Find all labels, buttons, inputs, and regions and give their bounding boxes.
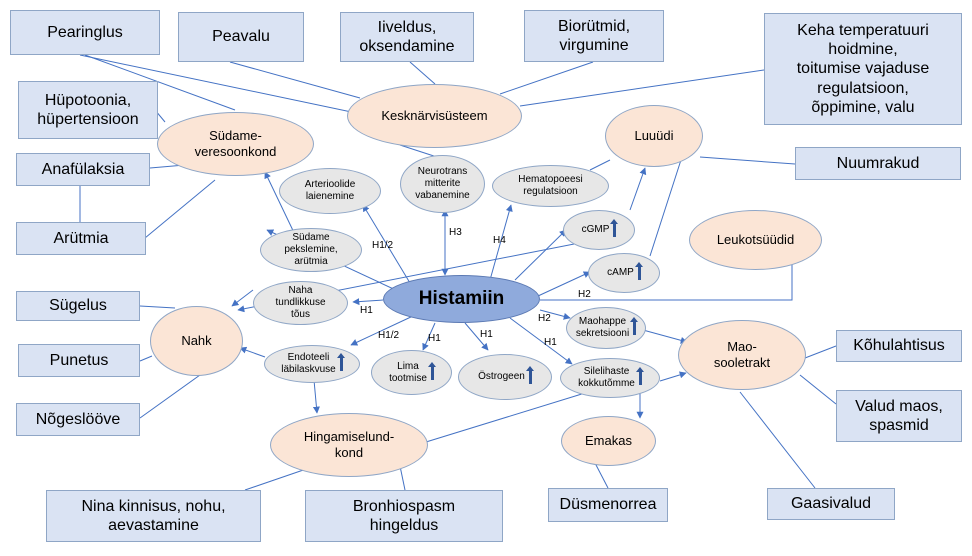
maohappe-label: Maohappe sekretsiooni <box>575 316 630 339</box>
symptom-biorytmid: Biorütmid, virgumine <box>524 10 664 62</box>
function-keha-temperatuur: Keha temperatuuri hoidmine, toitumise va… <box>764 13 962 125</box>
endoteeli-label: Endoteeli läbilaskvuse <box>281 352 336 375</box>
effect-arterioolide-laienemine: Arterioolide laienemine <box>279 168 381 214</box>
organ-mao-sooletrakt: Mao- sooletrakt <box>678 320 806 390</box>
symptom-bronhiospasm: Bronhiospasm hingeldus <box>305 490 503 542</box>
organ-hingamiselundkond: Hingamiselund- kond <box>270 413 428 477</box>
organ-luuydi: Luuüdi <box>605 105 703 167</box>
organ-sydame-veresoonkond: Südame- veresoonkond <box>157 112 314 176</box>
effect-endoteeli-labilaskvus: Endoteeli läbilaskvuse <box>264 345 360 383</box>
effect-cgmp: cGMP <box>563 210 635 250</box>
symptom-kohulahtisus: Kõhulahtisus <box>836 330 962 362</box>
cell-nuumrakud: Nuumrakud <box>795 147 961 180</box>
symptom-dysmenorrea: Düsmenorrea <box>548 488 668 522</box>
symptom-peavalu: Peavalu <box>178 12 304 62</box>
effect-hematopoeesi-regulatsioon: Hematopoeesi regulatsioon <box>492 165 609 207</box>
arrow-up-icon <box>525 366 534 384</box>
silelihaste-label: Silelihaste kokkutõmme <box>578 366 635 389</box>
receptor-label: H1/2 <box>372 240 394 251</box>
effect-camp: cAMP <box>588 253 660 293</box>
receptor-label: H2 <box>538 313 551 324</box>
symptom-nina-kinnisus: Nina kinnisus, nohu, aevastamine <box>46 490 261 542</box>
effect-neurotransmitterite-vabanemine: Neurotrans mitterite vabanemine <box>400 155 485 213</box>
arrow-up-icon <box>635 367 644 385</box>
effect-lima-tootmine: Lima tootmise <box>371 350 452 395</box>
histamiin-center: Histamiin <box>383 275 540 323</box>
receptor-label: H1 <box>544 337 557 348</box>
symptom-pearinglus: Pearinglus <box>10 10 160 55</box>
cgmp-label: cGMP <box>581 224 610 235</box>
symptom-hypotoonia: Hüpotoonia, hüpertensioon <box>18 81 158 139</box>
receptor-label: H1 <box>480 329 493 340</box>
organ-kesknarvisysteem: Kesknärvisüsteem <box>347 84 522 148</box>
organ-leukotsyydid: Leukotsüüdid <box>689 210 822 270</box>
organ-nahk: Nahk <box>150 306 243 376</box>
ostrogeen-label: Östrogeen <box>478 371 525 382</box>
lima-label: Lima tootmise <box>389 360 427 384</box>
camp-label: cAMP <box>607 267 634 278</box>
arrow-up-icon <box>336 353 345 371</box>
effect-maohappe-sekretsioon: Maohappe sekretsiooni <box>566 307 646 349</box>
symptom-sygelus: Sügelus <box>16 291 140 321</box>
symptom-arytmia: Arütmia <box>16 222 146 255</box>
receptor-label: H3 <box>449 227 462 238</box>
receptor-label: H2 <box>578 289 591 300</box>
arrow-up-icon <box>634 262 643 280</box>
receptor-label: H1 <box>360 305 373 316</box>
effect-naha-tundlikkuse-tous: Naha tundlikkuse tõus <box>253 281 348 325</box>
symptom-iiveldus: Iiveldus, oksendamine <box>340 12 474 62</box>
receptor-label: H1/2 <box>378 330 400 341</box>
effect-sydame-pekslemine: Südame pekslemine, arütmia <box>260 228 362 272</box>
symptom-punetus: Punetus <box>18 344 140 377</box>
symptom-nogeslööve: Nõgeslööve <box>16 403 140 436</box>
symptom-valud-maos: Valud maos, spasmid <box>836 390 962 442</box>
arrow-up-icon <box>630 317 639 335</box>
receptor-label: H1 <box>428 333 441 344</box>
organ-emakas: Emakas <box>561 416 656 466</box>
arrow-up-icon <box>610 219 619 237</box>
symptom-gaasivalud: Gaasivalud <box>767 488 895 520</box>
effect-silelihaste-kokkutomme: Silelihaste kokkutõmme <box>560 358 660 398</box>
effect-ostrogeen: Östrogeen <box>458 354 552 400</box>
arrow-up-icon <box>427 361 436 380</box>
receptor-label: H4 <box>493 235 506 246</box>
symptom-anafylaksia: Anafülaksia <box>16 153 150 186</box>
